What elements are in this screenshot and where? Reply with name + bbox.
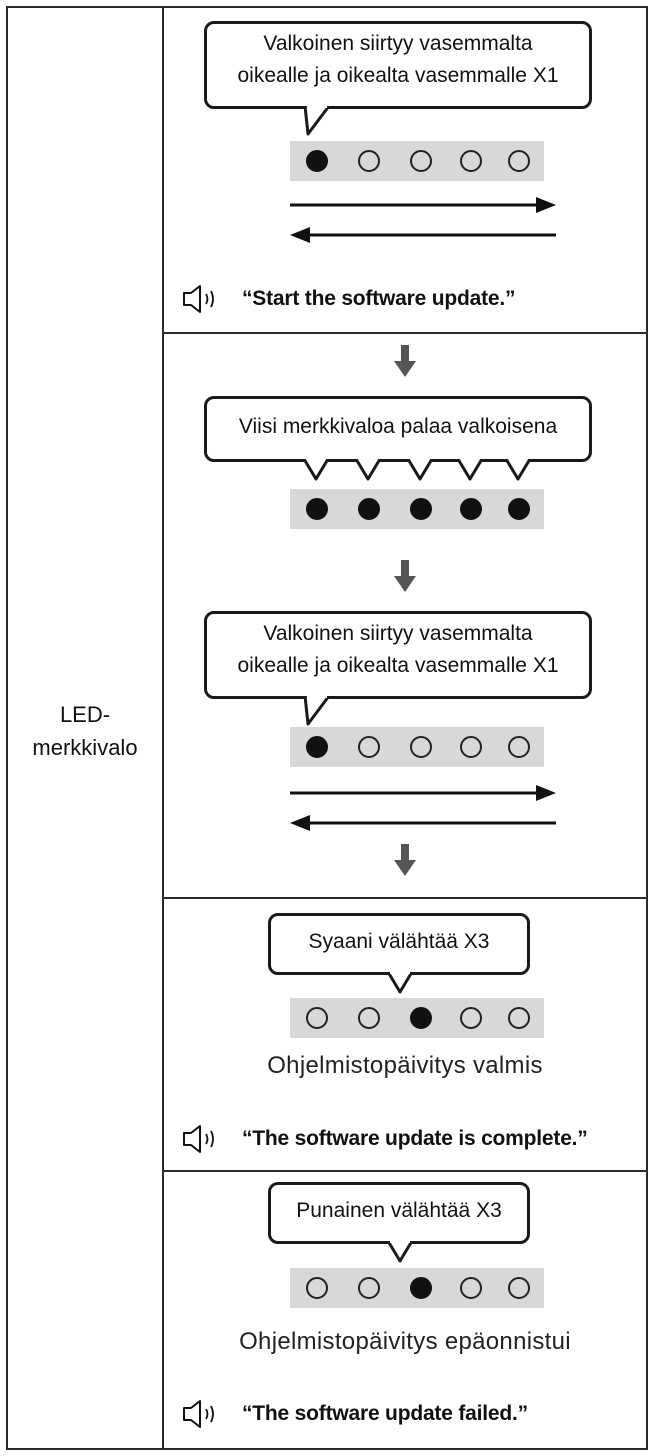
led-on-indicator (410, 1277, 432, 1299)
complete-bubble: Syaani välähtää X3 (268, 913, 530, 975)
bubble-pointers-icon (304, 459, 532, 481)
speaker-icon (183, 285, 214, 313)
sweep-arrows (290, 785, 556, 831)
led-on-indicator (508, 498, 530, 520)
voice-prompt-failed: “The software update failed.” (182, 1397, 528, 1431)
left-arrow-icon (290, 815, 556, 831)
led-indicator-label: LED- merkkivalo (8, 698, 162, 764)
failed-bubble: Punainen välähtää X3 (268, 1182, 530, 1244)
led-off-indicator (358, 1277, 380, 1299)
speaker-icon (183, 1400, 214, 1428)
all-on-bubble-text: Viisi merkkivaloa palaa valkoisena (238, 415, 558, 438)
led-on-indicator (410, 1007, 432, 1029)
led-on-indicator (358, 498, 380, 520)
sweep-bubble-text: Valkoinen siirtyy vasemmalta oikealle ja… (237, 622, 559, 677)
right-arrow-icon (290, 197, 556, 213)
start-bubble-text: Valkoinen siirtyy vasemmalta oikealle ja… (237, 32, 559, 87)
bubble-pointer-icon (388, 1241, 412, 1263)
column-divider (162, 8, 164, 1448)
led-off-indicator (508, 150, 530, 172)
sweep-arrows (290, 197, 556, 243)
update-complete-status: Ohjelmistopäivitys valmis (267, 1052, 543, 1079)
all-on-bubble: Viisi merkkivaloa palaa valkoisena (204, 396, 592, 462)
row-divider (164, 1170, 646, 1172)
voice-prompt-text: “Start the software update.” (242, 287, 516, 310)
led-bar (290, 998, 544, 1038)
led-on-indicator (306, 150, 328, 172)
voice-prompt-text: “The software update failed.” (242, 1402, 528, 1425)
led-off-indicator (410, 150, 432, 172)
led-indicator-label-text: LED- merkkivalo (32, 702, 138, 760)
section-start: Valkoinen siirtyy vasemmalta oikealle ja… (164, 8, 646, 332)
start-bubble: Valkoinen siirtyy vasemmalta oikealle ja… (204, 21, 592, 109)
led-on-indicator (460, 498, 482, 520)
led-off-indicator (306, 1007, 328, 1029)
led-off-indicator (306, 1277, 328, 1299)
led-on-indicator (306, 498, 328, 520)
update-failed-status: Ohjelmistopäivitys epäonnistui (239, 1328, 571, 1355)
led-on-indicator (410, 498, 432, 520)
row-divider (164, 897, 646, 899)
led-on-indicator (306, 736, 328, 758)
section-progress: Viisi merkkivaloa palaa valkoisena Valko… (164, 334, 646, 897)
led-off-indicator (460, 1277, 482, 1299)
down-arrow-icon (394, 345, 416, 377)
voice-prompt-complete: “The software update is complete.” (182, 1122, 588, 1156)
section-failed: Punainen välähtää X3 Ohjelmistopäivitys … (164, 1172, 646, 1450)
led-bar (290, 141, 544, 181)
failed-bubble-text: Punainen välähtää X3 (296, 1199, 502, 1222)
voice-prompt-text: “The software update is complete.” (242, 1127, 588, 1150)
led-off-indicator (358, 1007, 380, 1029)
speaker-icon (183, 1125, 214, 1153)
voice-prompt-start: “Start the software update.” (182, 282, 515, 316)
led-off-indicator (508, 736, 530, 758)
led-bar (290, 1268, 544, 1308)
sweep-bubble: Valkoinen siirtyy vasemmalta oikealle ja… (204, 611, 592, 699)
led-off-indicator (358, 736, 380, 758)
down-arrow-icon (394, 844, 416, 876)
complete-bubble-text: Syaani välähtää X3 (308, 930, 490, 953)
section-complete: Syaani välähtää X3 Ohjelmistopäivitys va… (164, 899, 646, 1170)
led-off-indicator (508, 1277, 530, 1299)
led-off-indicator (358, 150, 380, 172)
bubble-pointer-icon (304, 696, 330, 726)
led-off-indicator (508, 1007, 530, 1029)
led-behaviour-table: LED- merkkivalo Valkoinen siirtyy vasemm… (6, 6, 648, 1450)
row-divider (164, 332, 646, 334)
led-bar (290, 489, 544, 529)
bubble-pointer-icon (388, 972, 412, 994)
led-bar (290, 727, 544, 767)
bubble-pointer-icon (304, 106, 330, 136)
led-off-indicator (410, 736, 432, 758)
left-arrow-icon (290, 227, 556, 243)
led-off-indicator (460, 1007, 482, 1029)
led-off-indicator (460, 150, 482, 172)
down-arrow-icon (394, 560, 416, 592)
right-arrow-icon (290, 785, 556, 801)
led-off-indicator (460, 736, 482, 758)
